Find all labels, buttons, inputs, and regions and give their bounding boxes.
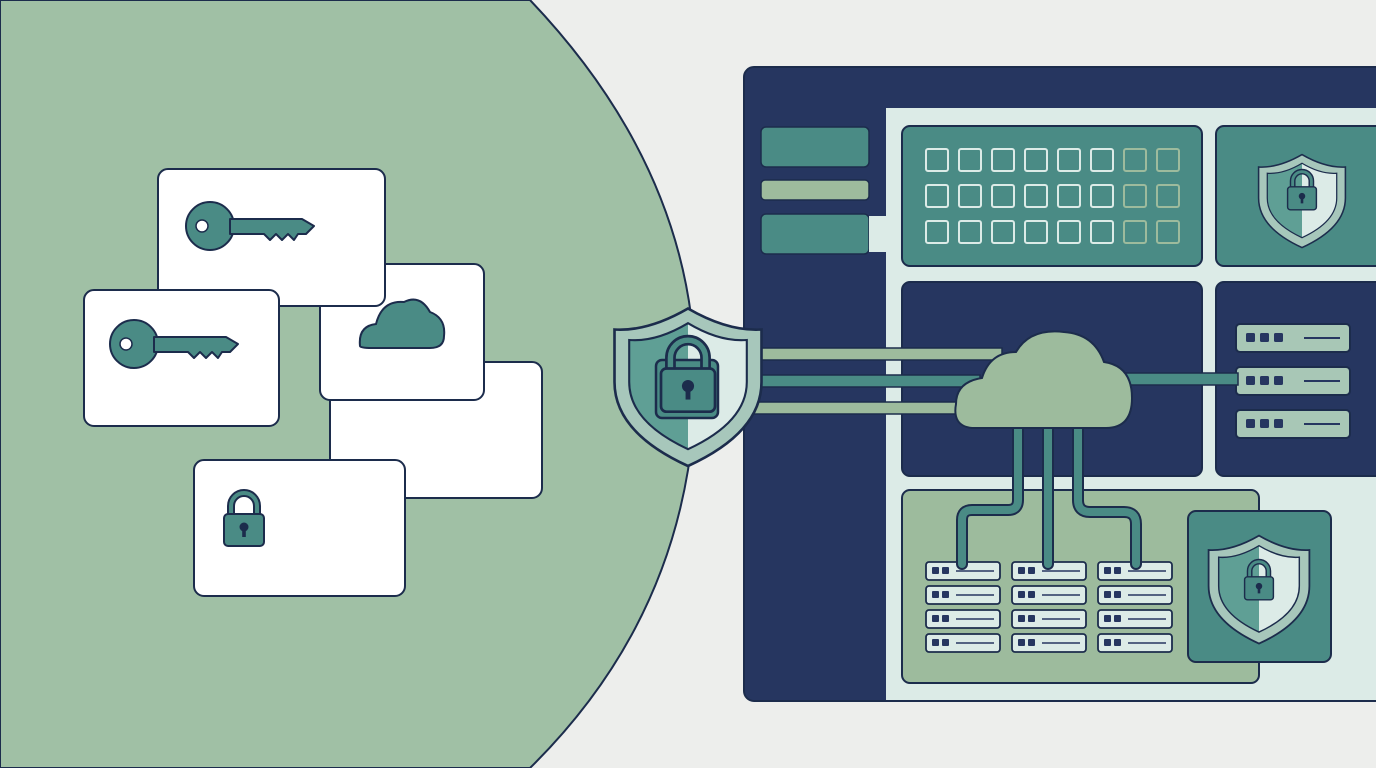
server-rack — [1235, 409, 1351, 439]
server-unit — [925, 609, 1001, 629]
sidebar-active-connector — [869, 216, 889, 252]
credential-cards — [83, 168, 543, 597]
server-rack — [1235, 323, 1351, 353]
server-unit — [1011, 633, 1087, 653]
server-unit — [1011, 585, 1087, 605]
central-shield-icon — [613, 307, 763, 468]
grid-cell — [1057, 184, 1081, 208]
connector-line — [749, 347, 1003, 361]
connector-line — [1123, 372, 1239, 386]
connection-lines — [749, 347, 1239, 570]
grid-cell — [958, 220, 982, 244]
server-rack — [1235, 366, 1351, 396]
server-unit — [925, 633, 1001, 653]
grid-cell — [1156, 148, 1180, 172]
sidebar-item — [760, 179, 870, 201]
data-grid-panel — [901, 125, 1203, 267]
cloud-icon — [358, 298, 446, 349]
server-unit — [1097, 633, 1173, 653]
server-unit — [925, 585, 1001, 605]
grid-cell — [1156, 220, 1180, 244]
grid-cell — [1090, 220, 1114, 244]
data-grid — [925, 148, 1180, 244]
connector-line — [1074, 421, 1140, 568]
grid-cell — [1123, 220, 1147, 244]
connector-line — [749, 401, 981, 415]
grid-cell — [1156, 184, 1180, 208]
grid-cell — [991, 148, 1015, 172]
credential-card-key-middle — [83, 289, 280, 427]
grid-cell — [1024, 148, 1048, 172]
sidebar-item — [760, 213, 870, 255]
server-unit — [1011, 609, 1087, 629]
sidebar — [760, 126, 889, 255]
grid-cell — [1123, 184, 1147, 208]
grid-cell — [925, 184, 949, 208]
grid-cell — [1024, 184, 1048, 208]
connector-line — [749, 374, 981, 388]
grid-cell — [958, 184, 982, 208]
grid-cell — [1090, 148, 1114, 172]
grid-cell — [1090, 184, 1114, 208]
cloud-icon — [954, 330, 1134, 429]
connector-line — [958, 421, 1022, 568]
server-racks — [1235, 323, 1351, 439]
grid-cell — [1057, 220, 1081, 244]
grid-cell — [925, 148, 949, 172]
grid-cell — [991, 220, 1015, 244]
grid-cell — [1024, 220, 1048, 244]
sidebar-item — [760, 126, 870, 168]
server-unit — [1097, 609, 1173, 629]
grid-cell — [958, 148, 982, 172]
grid-cell — [991, 184, 1015, 208]
grid-cell — [925, 220, 949, 244]
grid-cell — [1123, 148, 1147, 172]
grid-cell — [1057, 148, 1081, 172]
server-unit — [1097, 585, 1173, 605]
